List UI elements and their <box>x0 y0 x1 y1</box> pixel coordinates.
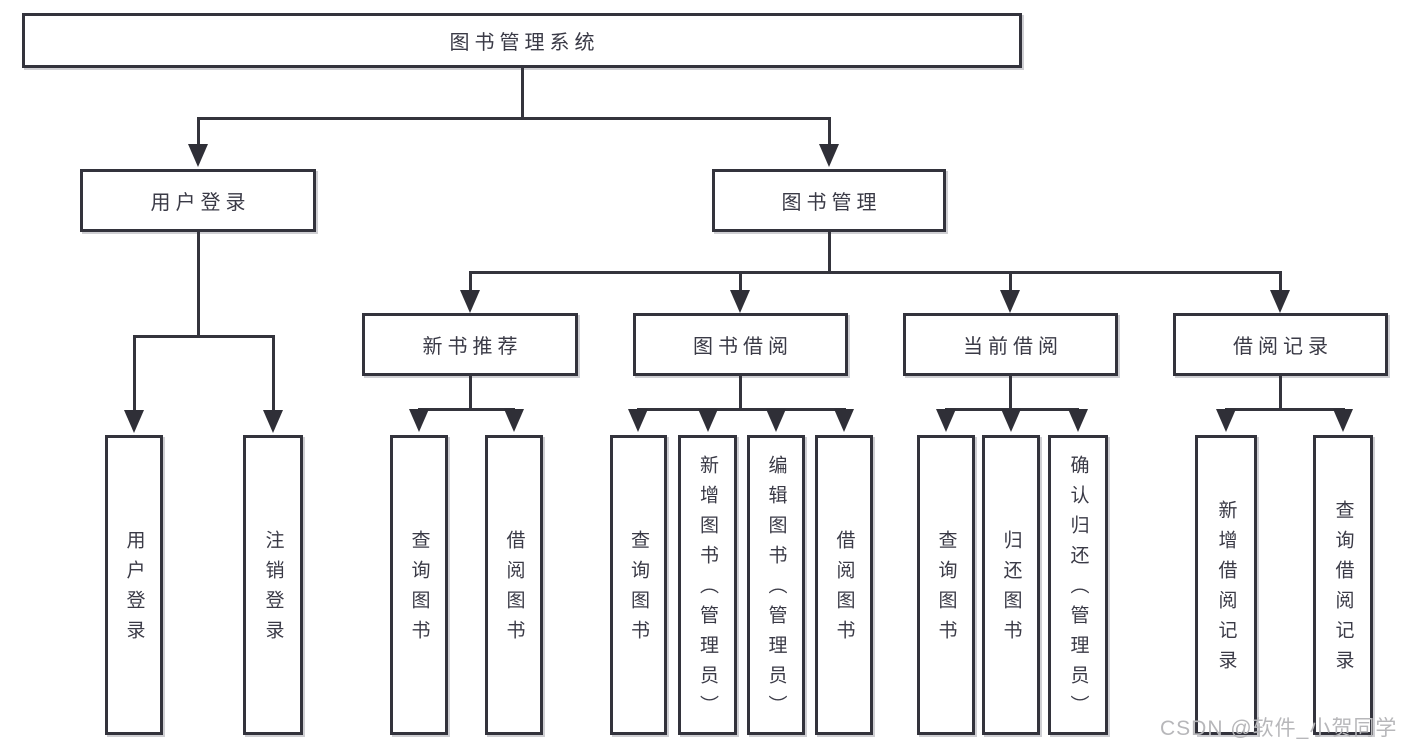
leaf-add-borrow-record: 新增借阅记录 <box>1195 435 1257 735</box>
arrowhead-down <box>124 410 144 433</box>
node-book-management: 图书管理 <box>712 169 946 232</box>
arrowhead-down <box>1270 290 1290 313</box>
arrowhead-down <box>1000 290 1020 313</box>
arrowhead-down <box>460 290 480 313</box>
connector-segment <box>827 117 831 146</box>
leaf-logout: 注销登录 <box>243 435 303 735</box>
leaf-user-login: 用户登录 <box>105 435 163 735</box>
arrowhead-down <box>263 410 283 433</box>
arrowhead-down <box>1068 409 1088 432</box>
arrowhead-down <box>936 409 956 432</box>
connector-segment <box>827 232 831 271</box>
connector-segment <box>1008 376 1012 408</box>
arrowhead-down <box>504 409 524 432</box>
connector-segment <box>738 271 742 292</box>
connector-segment <box>636 408 846 411</box>
arrowhead-down <box>766 409 786 432</box>
connector-segment <box>196 117 831 120</box>
leaf-borrow-books-recommend: 借阅图书 <box>485 435 543 735</box>
connector-segment <box>1278 271 1282 292</box>
node-current-borrowing: 当前借阅 <box>903 313 1118 376</box>
leaf-borrow-books: 借阅图书 <box>815 435 873 735</box>
node-root-system: 图书管理系统 <box>22 13 1022 68</box>
arrowhead-down <box>1216 409 1236 432</box>
node-borrowing-records: 借阅记录 <box>1173 313 1388 376</box>
connector-segment <box>271 335 275 411</box>
connector-segment <box>417 408 515 411</box>
connector-segment <box>468 376 472 408</box>
connector-segment <box>738 376 742 408</box>
connector-segment <box>468 271 1282 274</box>
connector-segment <box>1278 376 1282 408</box>
node-user-login: 用户登录 <box>80 169 316 232</box>
leaf-query-books-current: 查询图书 <box>917 435 975 735</box>
arrowhead-down <box>819 144 839 167</box>
node-book-borrowing: 图书借阅 <box>633 313 848 376</box>
arrowhead-down <box>628 409 648 432</box>
leaf-return-books: 归还图书 <box>982 435 1040 735</box>
arrowhead-down <box>1333 409 1353 432</box>
leaf-query-borrow-record: 查询借阅记录 <box>1313 435 1373 735</box>
connector-segment <box>1224 408 1345 411</box>
arrowhead-down <box>834 409 854 432</box>
connector-segment <box>132 335 136 411</box>
connector-segment <box>196 117 200 146</box>
arrowhead-down <box>409 409 429 432</box>
connector-segment <box>132 335 275 338</box>
leaf-query-books-borrowing: 查询图书 <box>610 435 667 735</box>
leaf-add-books-admin: 新增图书（管理员） <box>678 435 737 735</box>
leaf-edit-books-admin: 编辑图书（管理员） <box>747 435 805 735</box>
arrowhead-down <box>730 290 750 313</box>
connector-segment <box>196 232 200 335</box>
connector-segment <box>520 68 524 117</box>
node-new-book-recommend: 新书推荐 <box>362 313 578 376</box>
arrowhead-down <box>698 409 718 432</box>
connector-segment <box>1008 271 1012 292</box>
arrowhead-down <box>188 144 208 167</box>
connector-segment <box>468 271 472 292</box>
csdn-watermark: CSDN @软件_小贺同学 <box>1160 717 1398 740</box>
arrowhead-down <box>1001 409 1021 432</box>
leaf-query-books-recommend: 查询图书 <box>390 435 448 735</box>
leaf-confirm-return-admin: 确认归还（管理员） <box>1048 435 1108 735</box>
